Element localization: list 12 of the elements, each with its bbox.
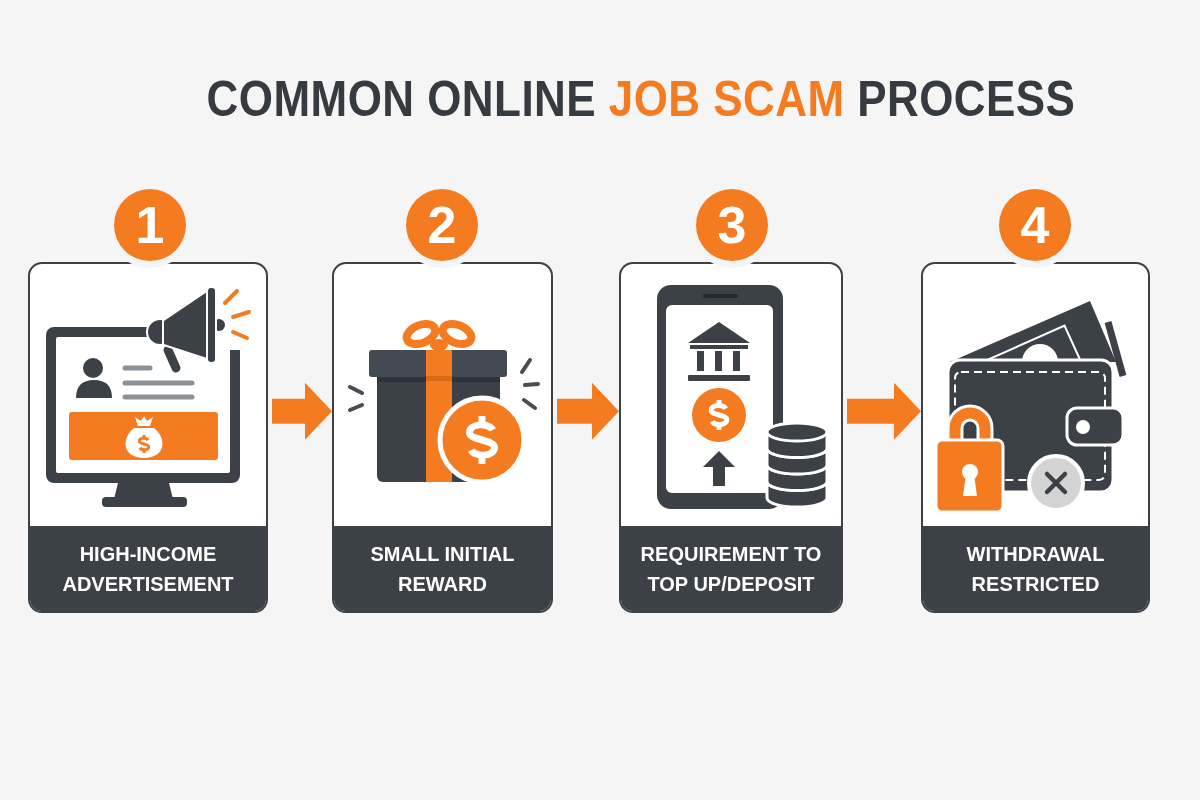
arrow bbox=[557, 382, 619, 440]
arrow bbox=[272, 382, 332, 440]
arrow bbox=[847, 382, 921, 440]
step-card bbox=[28, 262, 268, 613]
title: COMMON ONLINE JOB SCAM PROCESS bbox=[206, 74, 1076, 124]
step-caption: HIGH-INCOME ADVERTISEMENT bbox=[61, 541, 235, 597]
step-caption: REQUIREMENT TO TOP UP/DEPOSIT bbox=[639, 541, 823, 597]
step-card bbox=[921, 262, 1150, 613]
step-card bbox=[619, 262, 843, 613]
step-card bbox=[332, 262, 553, 613]
step-caption: WITHDRAWAL RESTRICTED bbox=[965, 541, 1106, 597]
step-caption: SMALL INITIAL REWARD bbox=[369, 541, 516, 597]
